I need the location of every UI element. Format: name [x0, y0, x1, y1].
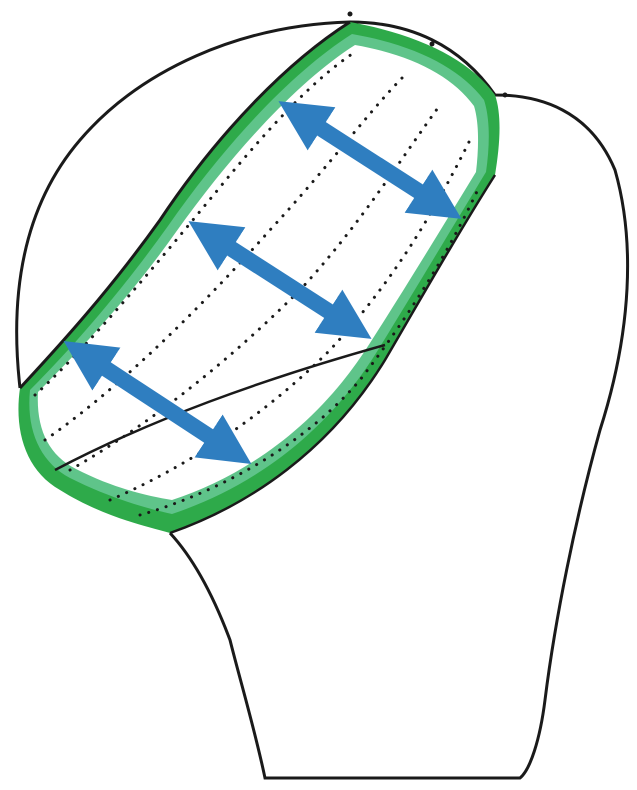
edge-dot-3: [503, 93, 508, 98]
edge-dot-1: [348, 12, 353, 17]
edge-dot-2: [430, 42, 435, 47]
